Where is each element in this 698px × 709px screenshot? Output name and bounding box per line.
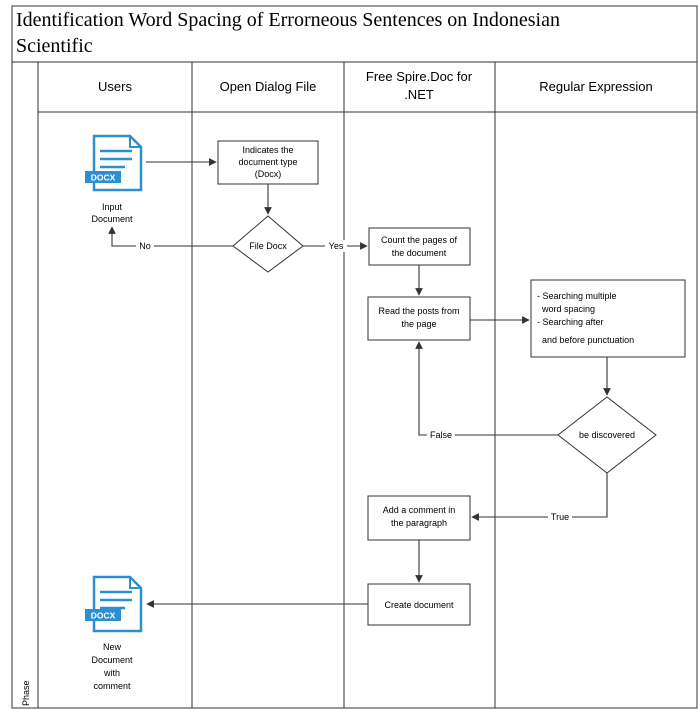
output-document-label-line-3: with	[103, 668, 120, 678]
node-searching: - Searching multiple word spacing - Sear…	[530, 279, 686, 358]
diagram-title-line-1: Identification Word Spacing of Errorneou…	[16, 9, 560, 31]
svg-text:Create document: Create document	[384, 600, 454, 610]
svg-text:and before punctuation: and before punctuation	[537, 335, 634, 345]
input-document-label-line-2: Document	[91, 214, 133, 224]
edge-label-no: No	[136, 240, 154, 252]
svg-text:(Docx): (Docx)	[255, 169, 282, 179]
input-document-badge: DOCX	[91, 173, 116, 183]
svg-text:document type: document type	[238, 157, 297, 167]
outer-frame	[11, 5, 698, 709]
edge-label-false: False	[427, 429, 455, 441]
svg-text:the page: the page	[401, 319, 436, 329]
phase-label: Phase	[21, 680, 31, 706]
svg-text:Count the pages of: Count the pages of	[381, 235, 458, 245]
node-count-pages: Count the pages of the document	[368, 227, 471, 266]
svg-text:False: False	[430, 430, 452, 440]
svg-text:the paragraph: the paragraph	[391, 518, 447, 528]
node-add-comment: Add a comment in the paragraph	[367, 495, 471, 541]
lane-header-regular-expression: Regular Expression	[539, 79, 652, 94]
node-be-discovered-decision: be discovered	[557, 396, 657, 474]
svg-text:be discovered: be discovered	[579, 430, 635, 440]
output-document-badge: DOCX	[91, 611, 116, 621]
svg-text:Read the posts from: Read the posts from	[378, 306, 459, 316]
diagram-title-line-2: Scientific	[16, 35, 93, 57]
svg-text:File Docx: File Docx	[249, 241, 287, 251]
node-indicates-document-type: Indicates the document type (Docx)	[217, 140, 319, 185]
edge-label-yes: Yes	[325, 240, 347, 252]
output-document-label-line-2: Document	[91, 655, 133, 665]
svg-text:Indicates the: Indicates the	[242, 145, 293, 155]
edge-file-docx-no-to-input	[108, 226, 233, 247]
svg-text:Add a comment in: Add a comment in	[383, 505, 456, 515]
node-file-docx-decision: File Docx	[232, 215, 304, 273]
input-document-label-line-1: Input	[102, 202, 123, 212]
svg-text:- Searching after: - Searching after	[537, 317, 604, 327]
output-document-label-line-1: New	[103, 642, 122, 652]
node-read-posts: Read the posts from the page	[367, 296, 471, 341]
output-document-label-line-4: comment	[93, 681, 131, 691]
svg-text:Yes: Yes	[329, 241, 344, 251]
edge-discovered-true-to-add-comment	[471, 473, 608, 521]
lane-header-free-spire-doc-line-2: .NET	[404, 87, 434, 102]
lane-header-users: Users	[98, 79, 132, 94]
lane-header-free-spire-doc-line-1: Free Spire.Doc for	[366, 69, 473, 84]
node-create-document: Create document	[367, 583, 471, 626]
svg-text:- Searching multiple: - Searching multiple	[537, 291, 617, 301]
edge-discovered-false-to-read	[415, 341, 558, 436]
svg-text:True: True	[551, 512, 569, 522]
output-document-icon: DOCX	[85, 575, 143, 633]
edge-label-true: True	[548, 511, 572, 523]
svg-text:the document: the document	[392, 248, 447, 258]
svg-text:word spacing: word spacing	[537, 304, 595, 314]
svg-text:No: No	[139, 241, 151, 251]
lane-header-open-dialog-file: Open Dialog File	[220, 79, 317, 94]
input-document-icon: DOCX	[85, 134, 143, 192]
